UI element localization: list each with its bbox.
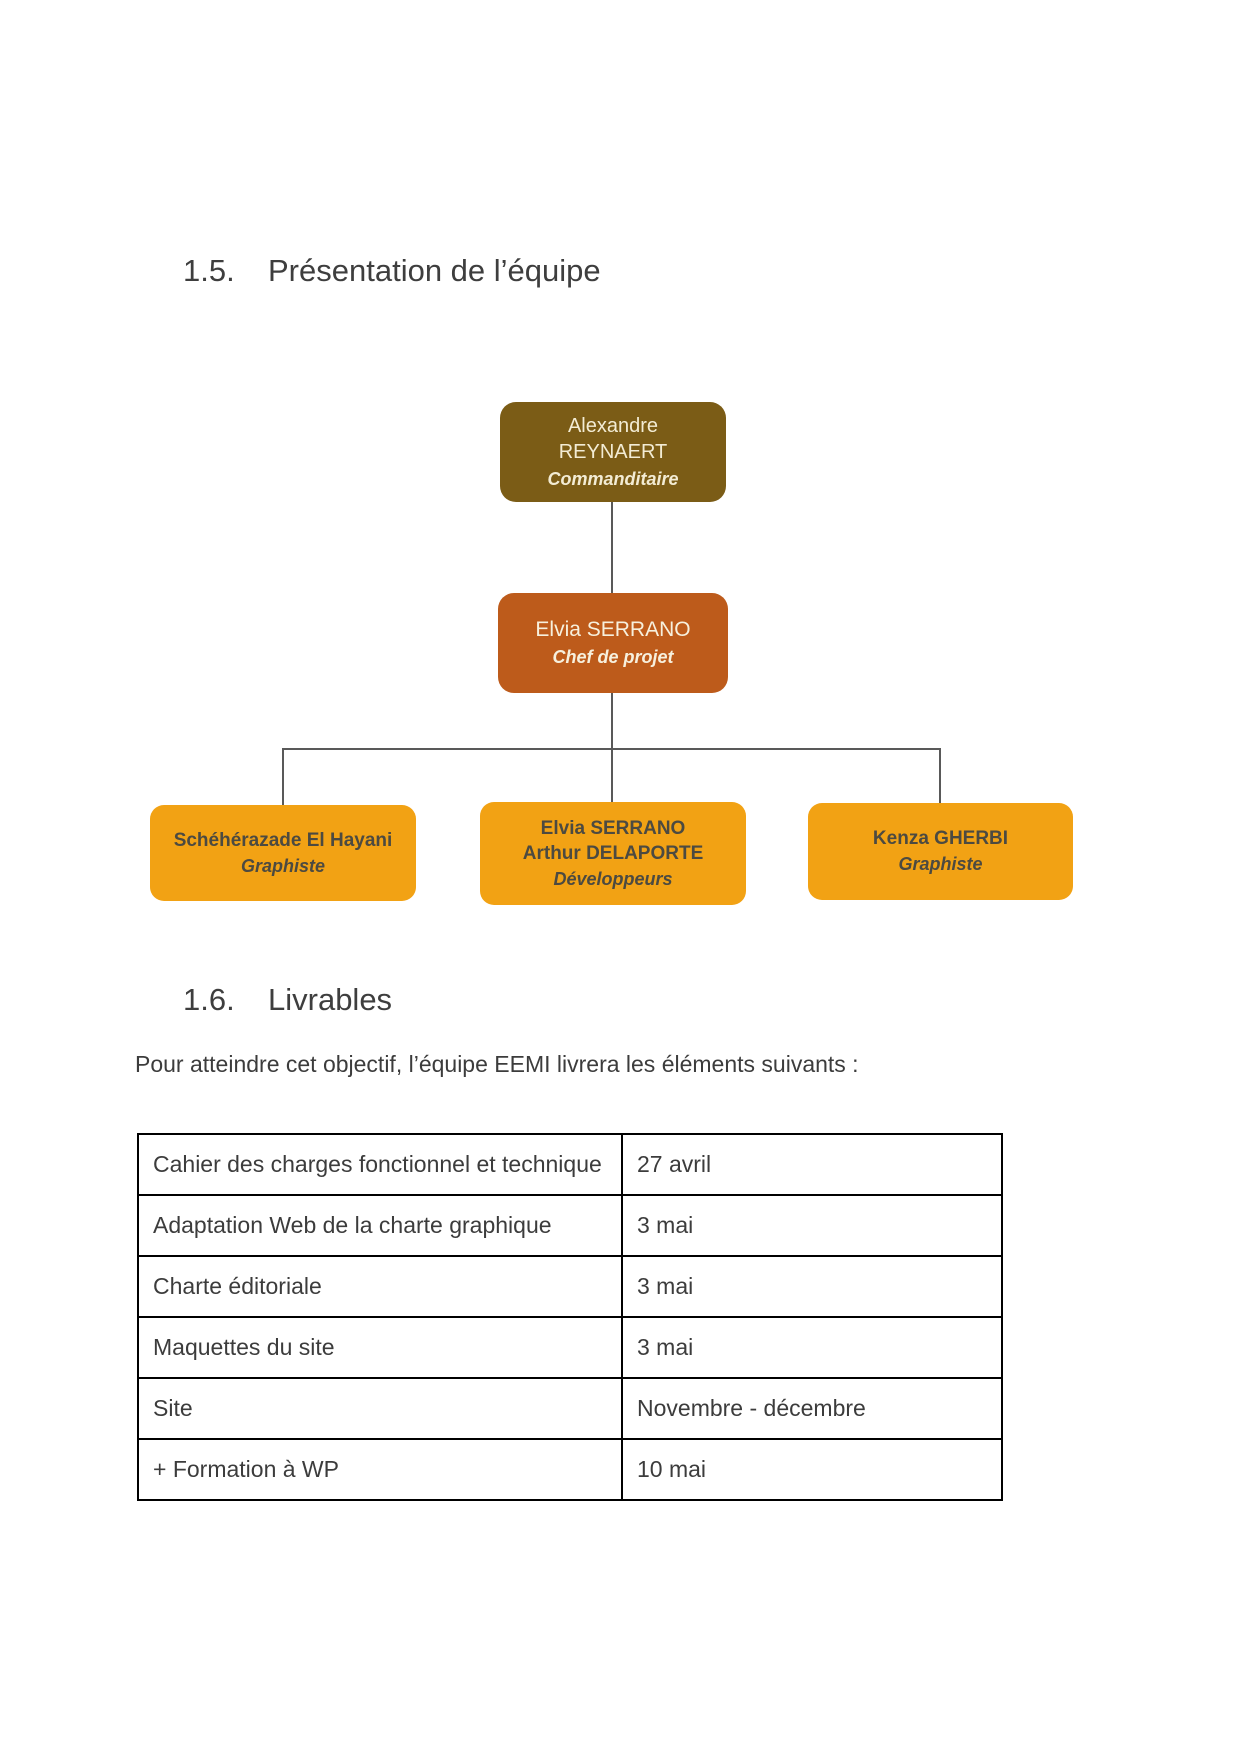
root-name: Alexandre REYNAERT [558, 414, 668, 464]
deliverable-date-cell: Novembre - décembre [621, 1377, 1003, 1440]
deliverable-date-cell: 3 mai [621, 1316, 1003, 1379]
member-name: Elvia SERRANO Arthur DELAPORTE [522, 817, 704, 864]
deliverable-item-cell: Maquettes du site [137, 1316, 623, 1379]
connector-line [939, 748, 941, 803]
manager-name: Elvia SERRANO [535, 618, 691, 642]
table-row: Cahier des charges fonctionnel et techni… [137, 1133, 1003, 1196]
section-number: 1.5. [183, 253, 235, 288]
member-role: Développeurs [553, 868, 673, 889]
deliverable-date-cell: 3 mai [621, 1255, 1003, 1318]
section-heading-1-5: 1.5. Présentation de l’équipe [183, 252, 601, 289]
connector-line [611, 693, 613, 749]
deliverables-table: Cahier des charges fonctionnel et techni… [137, 1133, 1003, 1501]
org-manager-box: Elvia SERRANO Chef de projet [498, 593, 728, 693]
deliverable-item-cell: Cahier des charges fonctionnel et techni… [137, 1133, 623, 1196]
org-member-box: Kenza GHERBI Graphiste [808, 803, 1073, 900]
connector-line [282, 748, 284, 805]
deliverable-item-cell: Charte éditoriale [137, 1255, 623, 1318]
connector-line [611, 748, 613, 802]
org-member-box: Elvia SERRANO Arthur DELAPORTE Développeu… [480, 802, 746, 905]
deliverable-item-cell: Site [137, 1377, 623, 1440]
section-heading-1-6: 1.6. Livrables [183, 981, 392, 1018]
member-role: Graphiste [240, 855, 326, 876]
member-name: Kenza GHERBI [872, 828, 1009, 850]
deliverable-date-cell: 3 mai [621, 1194, 1003, 1257]
section-title: Livrables [268, 982, 393, 1017]
deliverable-item-cell: Adaptation Web de la charte graphique [137, 1194, 623, 1257]
deliverable-item-cell: + Formation à WP [137, 1438, 623, 1501]
root-role: Commanditaire [547, 468, 679, 489]
member-role: Graphiste [898, 854, 983, 875]
intro-paragraph: Pour atteindre cet objectif, l’équipe EE… [135, 1051, 859, 1077]
manager-role: Chef de projet [552, 647, 674, 668]
deliverable-date-cell: 27 avril [621, 1133, 1003, 1196]
deliverable-date-cell: 10 mai [621, 1438, 1003, 1501]
section-number: 1.6. [183, 982, 235, 1017]
org-root-box: Alexandre REYNAERT Commanditaire [500, 402, 726, 502]
member-name: Schéhérazade El Hayani [173, 829, 393, 851]
connector-line [611, 502, 613, 593]
deliverables-table-body: Cahier des charges fonctionnel et techni… [137, 1133, 1003, 1501]
section-title: Présentation de l’équipe [268, 253, 601, 288]
